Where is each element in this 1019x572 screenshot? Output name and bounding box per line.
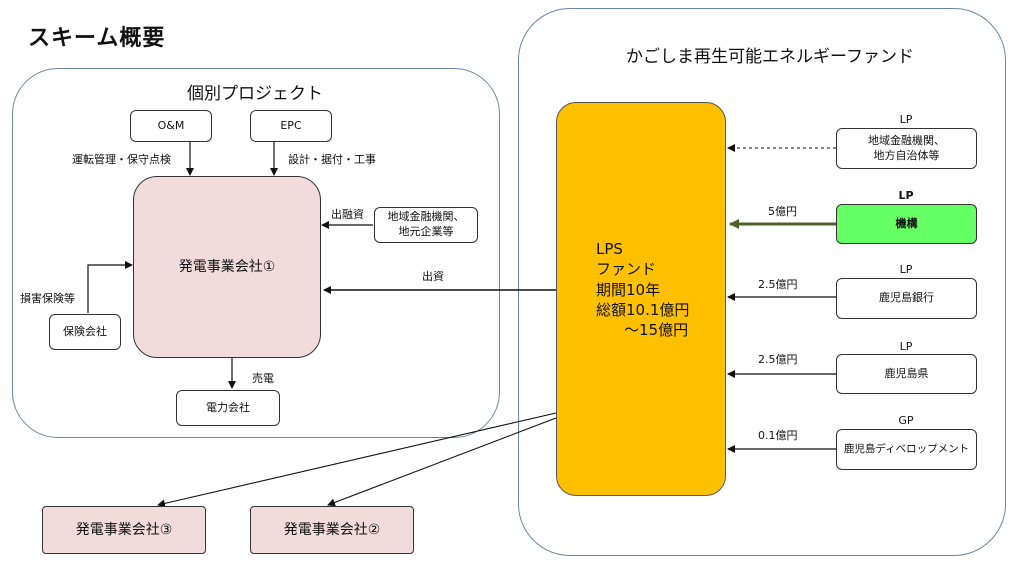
- gp-role: GP: [898, 414, 914, 427]
- individual-project-group: [12, 68, 500, 438]
- kiko-box: 機構: [836, 204, 977, 244]
- fund-box: [556, 102, 726, 496]
- om-label: 運転管理・保守点検: [72, 153, 171, 166]
- baiden-label: 売電: [252, 372, 274, 385]
- individual-project-title: 個別プロジェクト: [187, 84, 323, 104]
- lp3-role: LP: [899, 263, 913, 276]
- lp1-role: LP: [899, 113, 913, 126]
- fund-line4: 総額10.1億円: [596, 300, 690, 319]
- pref-box: 鹿児島県: [836, 354, 977, 394]
- fund-group: [518, 8, 1006, 556]
- company3-box: 発電事業会社③: [42, 506, 206, 554]
- page-title: スキーム概要: [28, 26, 166, 51]
- gp-box: 鹿児島ディベロップメント: [836, 429, 977, 470]
- epc-label: 設計・据付・工事: [288, 153, 376, 166]
- company2-arrow: [327, 417, 557, 507]
- insurance-label: 損害保険等: [20, 292, 75, 305]
- insurance-arrow: [87, 261, 133, 313]
- gp-amount: 0.1億円: [758, 429, 798, 442]
- company2-box: 発電事業会社②: [250, 506, 414, 554]
- epc-box: EPC: [250, 110, 332, 142]
- fund-group-title: かごしま再生可能エネルギーファンド: [626, 47, 914, 67]
- fund-text: LPS ファンド 期間10年 総額10.1億円 ～15億円: [596, 239, 689, 340]
- om-box: O&M: [130, 110, 212, 142]
- lp2-role: LP: [898, 189, 914, 202]
- fund-line2: ファンド: [596, 260, 657, 279]
- lp3-amount: 2.5億円: [758, 278, 798, 291]
- investment-label: 出資: [422, 270, 444, 283]
- local-funders-box: 地域金融機関、 地元企業等: [374, 207, 478, 243]
- company3-arrow: [157, 412, 557, 508]
- lp4-amount: 2.5億円: [758, 353, 798, 366]
- fund-line1: LPS: [596, 240, 623, 258]
- company1-box: 発電事業会社①: [133, 176, 321, 358]
- fund-line3: 期間10年: [596, 280, 661, 299]
- lp4-role: LP: [899, 340, 913, 353]
- bank-box: 鹿児島銀行: [836, 278, 977, 319]
- lp1-box: 地域金融機関、 地方自治体等: [836, 128, 977, 169]
- power-company-box: 電力会社: [176, 390, 280, 426]
- fund-line5: ～15億円: [624, 321, 689, 339]
- lp2-amount: 5億円: [768, 205, 797, 218]
- shuyushi-label: 出融資: [331, 208, 364, 221]
- insurance-box: 保険会社: [49, 314, 121, 350]
